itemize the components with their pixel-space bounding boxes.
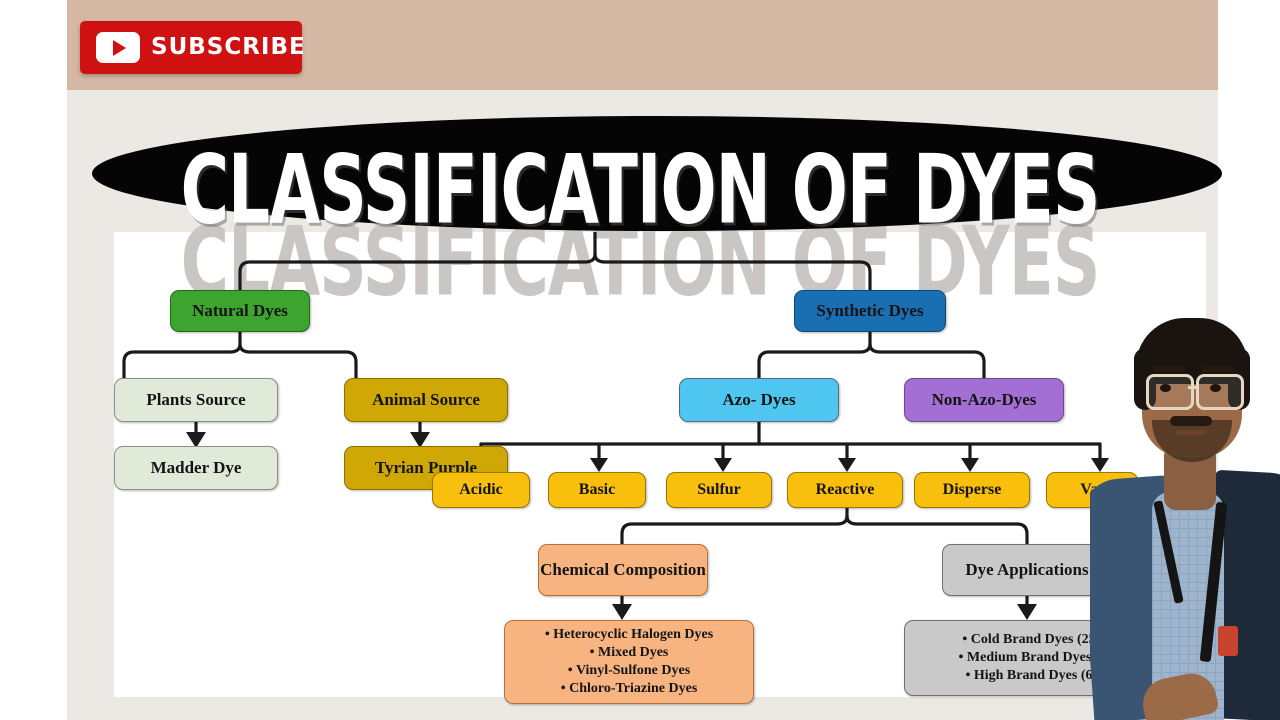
glasses-lens-right [1196, 374, 1244, 410]
node-madder-dye[interactable]: Madder Dye [114, 446, 278, 490]
node-chemical-composition-list[interactable]: • Heterocyclic Halogen Dyes • Mixed Dyes… [504, 620, 754, 704]
node-synthetic-dyes-label: Synthetic Dyes [816, 301, 924, 321]
node-madder-dye-label: Madder Dye [150, 458, 242, 478]
title-banner [92, 116, 1222, 231]
node-natural-dyes-label: Natural Dyes [192, 301, 288, 321]
node-reactive-label: Reactive [815, 480, 875, 498]
left-margin [0, 0, 67, 720]
classification-tree: Natural Dyes Synthetic Dyes Plants Sourc… [114, 232, 1206, 704]
node-sulfur-label: Sulfur [697, 480, 741, 498]
list-item: • Heterocyclic Halogen Dyes [544, 627, 714, 643]
connector-lines [122, 232, 1109, 620]
moustache [1170, 416, 1212, 426]
subscribe-button[interactable]: SUBSCRIBE [80, 21, 305, 74]
eyebrow-left [1152, 366, 1184, 372]
node-plants-source[interactable]: Plants Source [114, 378, 278, 422]
node-non-azo-dyes-label: Non-Azo-Dyes [931, 390, 1037, 410]
eye-right [1210, 384, 1221, 392]
node-chemical-composition[interactable]: Chemical Composition [538, 544, 708, 596]
glasses-lens-left [1146, 374, 1194, 410]
list-item: • Mixed Dyes [589, 645, 669, 661]
dye-applications-items: • Cold Brand Dyes (25 • Medium Brand Dye… [952, 627, 1105, 689]
node-chemical-composition-label: Chemical Composition [540, 560, 706, 580]
presenter-overlay [1090, 296, 1280, 720]
node-acidic-label: Acidic [459, 480, 503, 498]
node-plants-source-label: Plants Source [146, 390, 246, 410]
list-item: • Medium Brand Dyes ( [958, 650, 1100, 666]
node-synthetic-dyes[interactable]: Synthetic Dyes [794, 290, 946, 332]
node-natural-dyes[interactable]: Natural Dyes [170, 290, 310, 332]
node-basic[interactable]: Basic [548, 472, 646, 508]
subscribe-label: SUBSCRIBE [151, 34, 306, 60]
page-title: CLASSIFICATION OF DYES [180, 134, 1101, 246]
mouth [1176, 430, 1206, 435]
node-animal-source-label: Animal Source [372, 390, 480, 410]
node-azo-dyes[interactable]: Azo- Dyes [679, 378, 839, 422]
eye-left [1160, 384, 1171, 392]
list-item: • Chloro-Triazine Dyes [560, 680, 698, 696]
lanyard-badge [1218, 626, 1238, 656]
node-disperse[interactable]: Disperse [914, 472, 1030, 508]
list-item: • Cold Brand Dyes (25 [962, 632, 1096, 648]
node-reactive[interactable]: Reactive [787, 472, 903, 508]
youtube-play-icon [96, 32, 140, 63]
node-disperse-label: Disperse [942, 480, 1002, 498]
eyebrow-right [1202, 366, 1234, 372]
chemical-composition-items: • Heterocyclic Halogen Dyes • Mixed Dyes… [539, 622, 719, 702]
node-azo-dyes-label: Azo- Dyes [722, 390, 796, 410]
node-non-azo-dyes[interactable]: Non-Azo-Dyes [904, 378, 1064, 422]
node-acidic[interactable]: Acidic [432, 472, 530, 508]
node-animal-source[interactable]: Animal Source [344, 378, 508, 422]
glasses-bridge [1188, 386, 1196, 389]
node-dye-applications-label: Dye Applications [965, 560, 1089, 580]
node-basic-label: Basic [578, 480, 616, 498]
node-dye-applications[interactable]: Dye Applications [942, 544, 1112, 596]
hair-left [1134, 348, 1156, 410]
node-sulfur[interactable]: Sulfur [666, 472, 772, 508]
list-item: • High Brand Dyes (6 [965, 667, 1093, 683]
list-item: • Vinyl-Sulfone Dyes [567, 663, 691, 678]
